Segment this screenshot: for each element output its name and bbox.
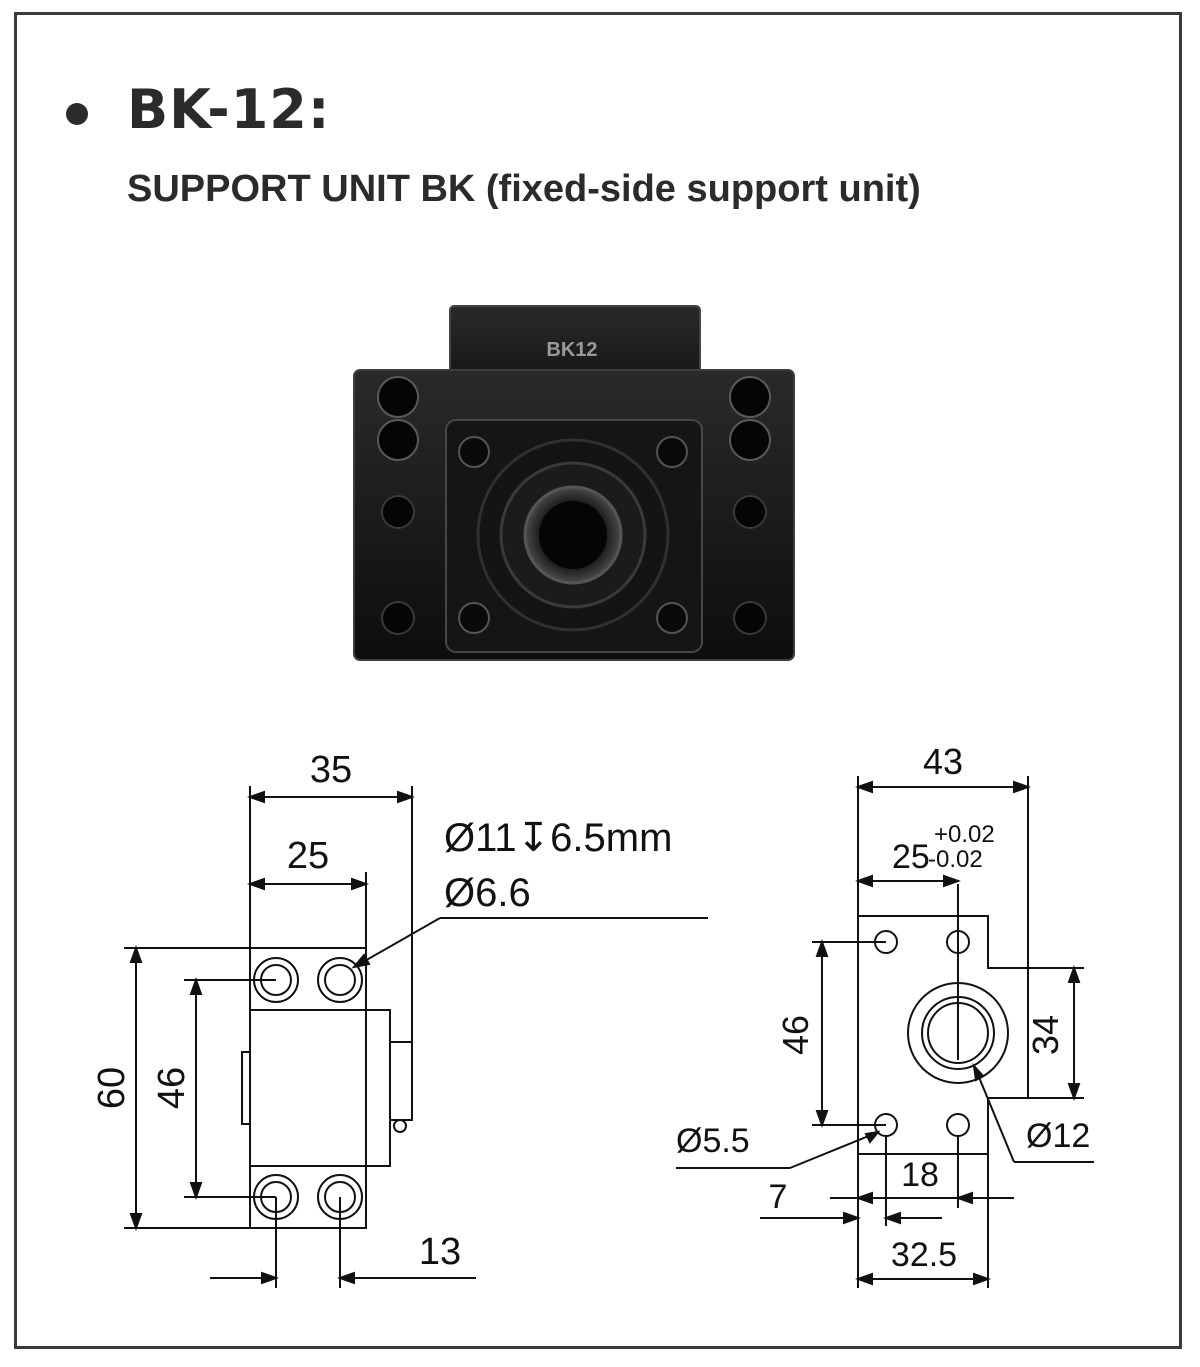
- side-view-body: [249, 947, 367, 1229]
- callout-mount-hole: Ø5.5: [676, 1122, 750, 1160]
- front-dim-34: 34: [1025, 1015, 1066, 1055]
- side-dim-13: 13: [419, 1231, 461, 1273]
- callout-counterbore: Ø11↧6.5mm: [444, 816, 672, 860]
- product-photo: BK12: [353, 305, 795, 661]
- side-dim-60: 60: [91, 1067, 133, 1109]
- side-view-diagram: [124, 786, 708, 1288]
- depth-icon: ↧: [517, 816, 551, 860]
- side-dim-25: 25: [287, 835, 329, 877]
- page-title: BK-12:: [127, 78, 331, 141]
- front-dim-46: 46: [775, 1015, 816, 1055]
- bk12-part-icon: BK12: [353, 305, 795, 661]
- callout-bore: Ø12: [1026, 1117, 1090, 1155]
- side-view-flange: [365, 1009, 391, 1167]
- front-tol-minus: -0.02: [928, 846, 983, 873]
- front-dim-25: 25: [892, 838, 930, 876]
- front-tol-plus: +0.02: [934, 821, 995, 848]
- side-hole-top-right: [317, 957, 363, 1003]
- bullet-icon: [66, 103, 88, 125]
- side-dim-46: 46: [151, 1067, 193, 1109]
- front-dim-32-5: 32.5: [891, 1236, 957, 1274]
- front-view-diagram: [676, 776, 1094, 1288]
- front-dim-7: 7: [769, 1178, 788, 1216]
- page-frame: [14, 12, 1182, 1349]
- front-dim-18: 18: [901, 1156, 939, 1194]
- front-hole-bottom-right: [946, 1113, 970, 1137]
- front-dim-43: 43: [923, 741, 963, 782]
- page-subtitle: SUPPORT UNIT BK (fixed-side support unit…: [127, 168, 921, 210]
- part-engraving: BK12: [546, 339, 597, 361]
- callout-counterbore-depth: 6.5mm: [550, 816, 672, 860]
- callout-through-hole: Ø6.6: [444, 871, 531, 915]
- callout-counterbore-dia: Ø11: [444, 816, 517, 860]
- side-dim-35: 35: [310, 749, 352, 791]
